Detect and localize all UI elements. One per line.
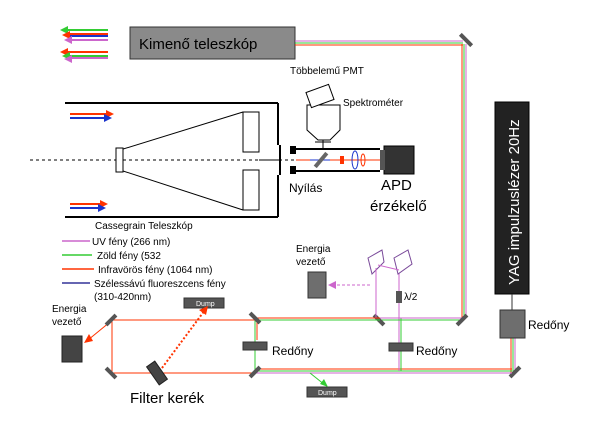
yag-laser: YAG impulzuslézer 20Hz <box>494 101 530 295</box>
outgoing-telescope-label: Kimenő teleszkóp <box>139 36 257 53</box>
apd-detector: APD érzékelő <box>370 145 427 215</box>
legend: UV fény (266 nm) Zöld fény (532 Infravör… <box>62 237 226 303</box>
shutter-mid-right: Redőny <box>388 342 457 358</box>
yag-laser-label: YAG impulzuslézer 20Hz <box>506 119 523 285</box>
cassegrain-label: Cassegrain Teleszkóp <box>95 221 193 232</box>
mirror-bottom-right <box>508 365 522 379</box>
legend-green: Zöld fény (532 <box>62 251 161 262</box>
dump-top: Dump <box>183 297 225 309</box>
spectrometer: Többelemű PMT Spektrométer <box>290 66 404 150</box>
mirror-center-top <box>248 311 262 325</box>
mirror-top-right <box>458 32 474 48</box>
apd-label-line1: APD <box>381 177 412 194</box>
energy-meter-left: Energia vezető <box>52 304 111 363</box>
uv-branch <box>380 270 462 371</box>
outgoing-beam-arrows <box>60 26 108 63</box>
energy-meter-right: Energia vezető <box>296 244 370 299</box>
apd-label-line2: érzékelő <box>370 198 427 215</box>
mirror-center-bottom <box>248 365 262 379</box>
shutter-middle-label: Redőny <box>272 344 313 358</box>
legend-ir: Infravörös fény (1064 nm) <box>62 265 213 276</box>
legend-fluorescence: Szélessávú fluoreszcens fény (310-420nm) <box>62 279 226 303</box>
svg-text:Zöld fény (532: Zöld fény (532 <box>97 251 161 262</box>
dump-bottom: Dump <box>306 372 348 398</box>
svg-text:Infravörös fény (1064 nm): Infravörös fény (1064 nm) <box>98 265 213 276</box>
receiver-assembly: Nyílás <box>279 145 384 195</box>
shutter-laser-label: Redőny <box>528 318 569 332</box>
aperture-label: Nyílás <box>289 181 322 195</box>
energy-right-label-line2: vezető <box>296 257 326 268</box>
legend-fluorescence-range: (310-420nm) <box>94 292 151 303</box>
svg-text:Szélessávú fluoreszcens fény: Szélessávú fluoreszcens fény <box>94 279 226 290</box>
ir-loop-path <box>111 317 380 374</box>
legend-uv: UV fény (266 nm) <box>62 237 170 248</box>
shutter-mid-right-label: Redőny <box>416 344 457 358</box>
svg-text:UV fény (266 nm): UV fény (266 nm) <box>92 237 170 248</box>
filter-wheel-label: Filter kerék <box>130 390 205 407</box>
outgoing-telescope: Kimenő teleszkóp <box>129 26 296 60</box>
laser-output-beam <box>510 294 516 374</box>
energy-left-label-line2: vezető <box>52 317 82 328</box>
shutter-middle: Redőny <box>242 341 313 358</box>
bottom-beam-path <box>255 368 512 374</box>
multi-pmt-label: Többelemű PMT <box>290 66 364 77</box>
mirror-left-top <box>104 313 118 327</box>
dump-top-label: Dump <box>196 301 215 308</box>
mirror-left-bottom <box>104 366 118 380</box>
energy-left-label-line1: Energia <box>52 304 87 315</box>
prism-pair <box>367 249 413 318</box>
outgoing-beam-paths <box>295 40 467 320</box>
dump-bottom-label: Dump <box>318 390 337 397</box>
spectrometer-label: Spektrométer <box>343 98 404 109</box>
cassegrain-telescope: Cassegrain Teleszkóp <box>30 102 300 232</box>
lambda-half-plate: λ/2 <box>396 291 418 303</box>
mirror-mid-right <box>455 313 469 327</box>
lambda-half-label: λ/2 <box>404 292 418 303</box>
shutter-laser: Redőny <box>499 309 569 339</box>
filter-wheel: Filter kerék <box>130 306 208 407</box>
energy-right-label-line1: Energia <box>296 244 331 255</box>
